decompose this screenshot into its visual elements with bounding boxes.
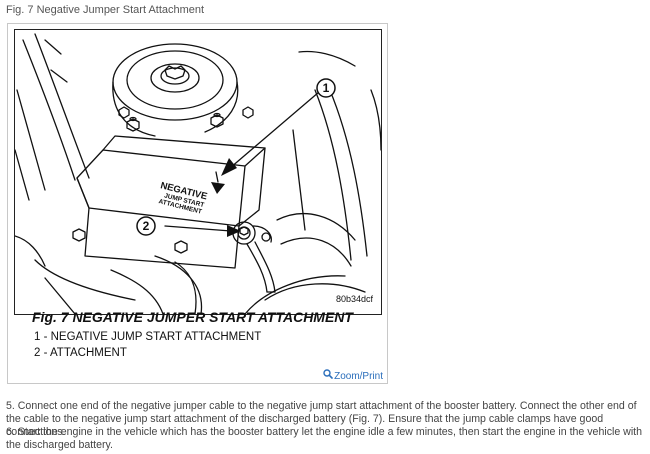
callout-1-number: 1 bbox=[323, 81, 330, 95]
figure-caption: Fig. 7 Negative Jumper Start Attachment bbox=[6, 4, 205, 16]
leader-2-arrowhead bbox=[227, 225, 241, 237]
instruction-step-5: 5. Connect one end of the negative jumpe… bbox=[6, 400, 637, 438]
image-code: 80b34dcf bbox=[336, 294, 374, 304]
mount-nuts-drawing bbox=[118, 106, 254, 132]
legend-item: 1 - NEGATIVE JUMP START ATTACHMENT bbox=[34, 331, 262, 343]
leader-lines bbox=[164, 91, 320, 232]
zoom-print-label: Zoom/Print bbox=[334, 371, 383, 382]
bracket-panel-drawing bbox=[76, 135, 266, 269]
instruction-step-6: 6. Start the engine in the vehicle which… bbox=[6, 426, 643, 451]
callout-1-circle bbox=[316, 78, 336, 98]
down-arrow-symbol bbox=[211, 171, 225, 194]
legend-item: 2 - ATTACHMENT bbox=[34, 347, 127, 359]
leader-1-arrowhead bbox=[221, 158, 237, 176]
callout-2-number: 2 bbox=[143, 219, 150, 233]
callout-2-circle bbox=[136, 216, 156, 236]
panel-bolts-drawing bbox=[72, 228, 188, 254]
attachment-stud-drawing bbox=[232, 221, 276, 293]
zoom-print-link[interactable]: Zoom/Print bbox=[323, 369, 383, 382]
right-side-lines bbox=[244, 50, 381, 314]
figure-title: Fig. 7 NEGATIVE JUMPER START ATTACHMENT bbox=[32, 309, 353, 325]
figure-panel: 1 2 NEGATIVE JUMP START ATTACHMENT 80b34… bbox=[7, 23, 388, 384]
lower-engine-lines bbox=[15, 235, 203, 314]
magnifier-icon bbox=[323, 369, 333, 379]
left-body-lines bbox=[15, 33, 90, 201]
strut-mount-drawing bbox=[112, 43, 239, 137]
engine-line-drawing: 1 2 NEGATIVE JUMP START ATTACHMENT 80b34… bbox=[14, 29, 382, 315]
